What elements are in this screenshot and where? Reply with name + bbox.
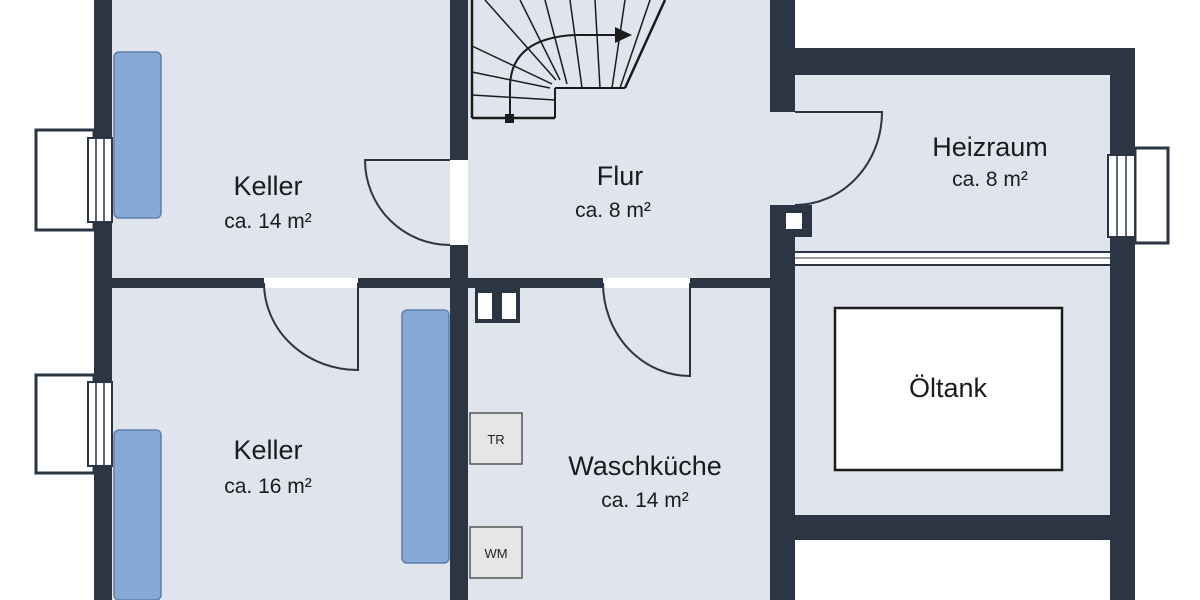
stair-arrow [615, 27, 632, 43]
oeltank: Öltank [833, 306, 1064, 472]
room-name-waschkueche: Waschküche [568, 451, 722, 481]
room-name-keller-1: Keller [233, 171, 302, 201]
room-area-heizraum: ca. 8 m² [952, 168, 1028, 191]
window-frame-heizraum [1133, 146, 1170, 245]
wall-center-lower [450, 245, 468, 600]
floor-keller-2 [112, 288, 450, 600]
floor-flur [468, 0, 770, 278]
radiator-icon [401, 309, 450, 564]
chimney-icon [475, 288, 520, 323]
room-area-waschkueche: ca. 14 m² [601, 489, 689, 512]
washer-box [469, 526, 523, 579]
stair-walkline [509, 34, 620, 118]
stair-tread [544, 0, 568, 85]
stair-tread [484, 0, 557, 81]
door-swing-icon [602, 282, 691, 378]
window-frame-keller-2 [34, 373, 96, 475]
dryer-label: TR [487, 432, 504, 447]
wall-right-outer [1110, 48, 1135, 600]
door-swing-icon [263, 282, 359, 372]
heizraum-divider [795, 251, 1110, 266]
walls [94, 0, 1135, 600]
room-name-flur: Flur [597, 161, 644, 191]
stair-tread [519, 0, 561, 81]
wall-flur-divider-left [468, 278, 603, 288]
stair-outer-right [623, 0, 667, 89]
stair-tread [611, 0, 626, 89]
radiator-icon [113, 429, 162, 600]
doors [263, 111, 884, 378]
room-name-keller-2: Keller [233, 435, 302, 465]
window-icon [34, 128, 113, 232]
wall-keller-divider-right [358, 278, 450, 288]
stair-tread [569, 0, 583, 89]
staircase-icon [470, 0, 667, 123]
room-area-keller-1: ca. 14 m² [224, 210, 312, 233]
wall-flur-right-lower [770, 205, 795, 600]
room-labels: Keller ca. 14 m² Flur ca. 8 m² Heizraum … [224, 132, 1048, 512]
stair-tread [471, 94, 556, 101]
room-name-heizraum: Heizraum [932, 132, 1048, 162]
chimney-icon [778, 205, 812, 237]
dryer-box [469, 412, 523, 465]
door-swing-icon [794, 111, 884, 206]
wall-center-upper [450, 0, 468, 160]
stair-tread [619, 0, 651, 89]
wall-heizraum-top [795, 48, 1135, 75]
room-area-flur: ca. 8 m² [575, 199, 651, 222]
room-area-keller-2: ca. 16 m² [224, 475, 312, 498]
windows [34, 128, 1170, 475]
stair-tread [594, 0, 601, 89]
chimney-flue [478, 293, 492, 319]
oeltank-label: Öltank [909, 373, 988, 403]
window-pane-keller-1 [87, 137, 113, 223]
chimney-flue [502, 293, 516, 319]
floors [112, 0, 1110, 600]
floor-keller-1 [112, 0, 450, 278]
wall-keller-divider-left [112, 278, 264, 288]
door-swing-icon [363, 159, 451, 246]
window-icon [1107, 146, 1170, 245]
radiator-icon [113, 51, 162, 219]
window-frame-keller-1 [34, 128, 96, 232]
wall-left-outer [94, 0, 112, 600]
oeltank-box [833, 306, 1064, 472]
radiators [113, 51, 450, 600]
appliances: TR WM [469, 412, 523, 579]
window-pane-heizraum [1107, 154, 1136, 238]
stair-start-marker [505, 114, 514, 123]
wall-tank-bottom [795, 515, 1110, 540]
wall-flur-right-upper [770, 0, 795, 112]
washer-label: WM [484, 546, 507, 561]
window-icon [34, 373, 113, 475]
window-pane-keller-2 [87, 381, 113, 467]
wall-flur-divider-right [690, 278, 770, 288]
chimney-flue [786, 213, 802, 229]
stair-tread [471, 45, 553, 85]
